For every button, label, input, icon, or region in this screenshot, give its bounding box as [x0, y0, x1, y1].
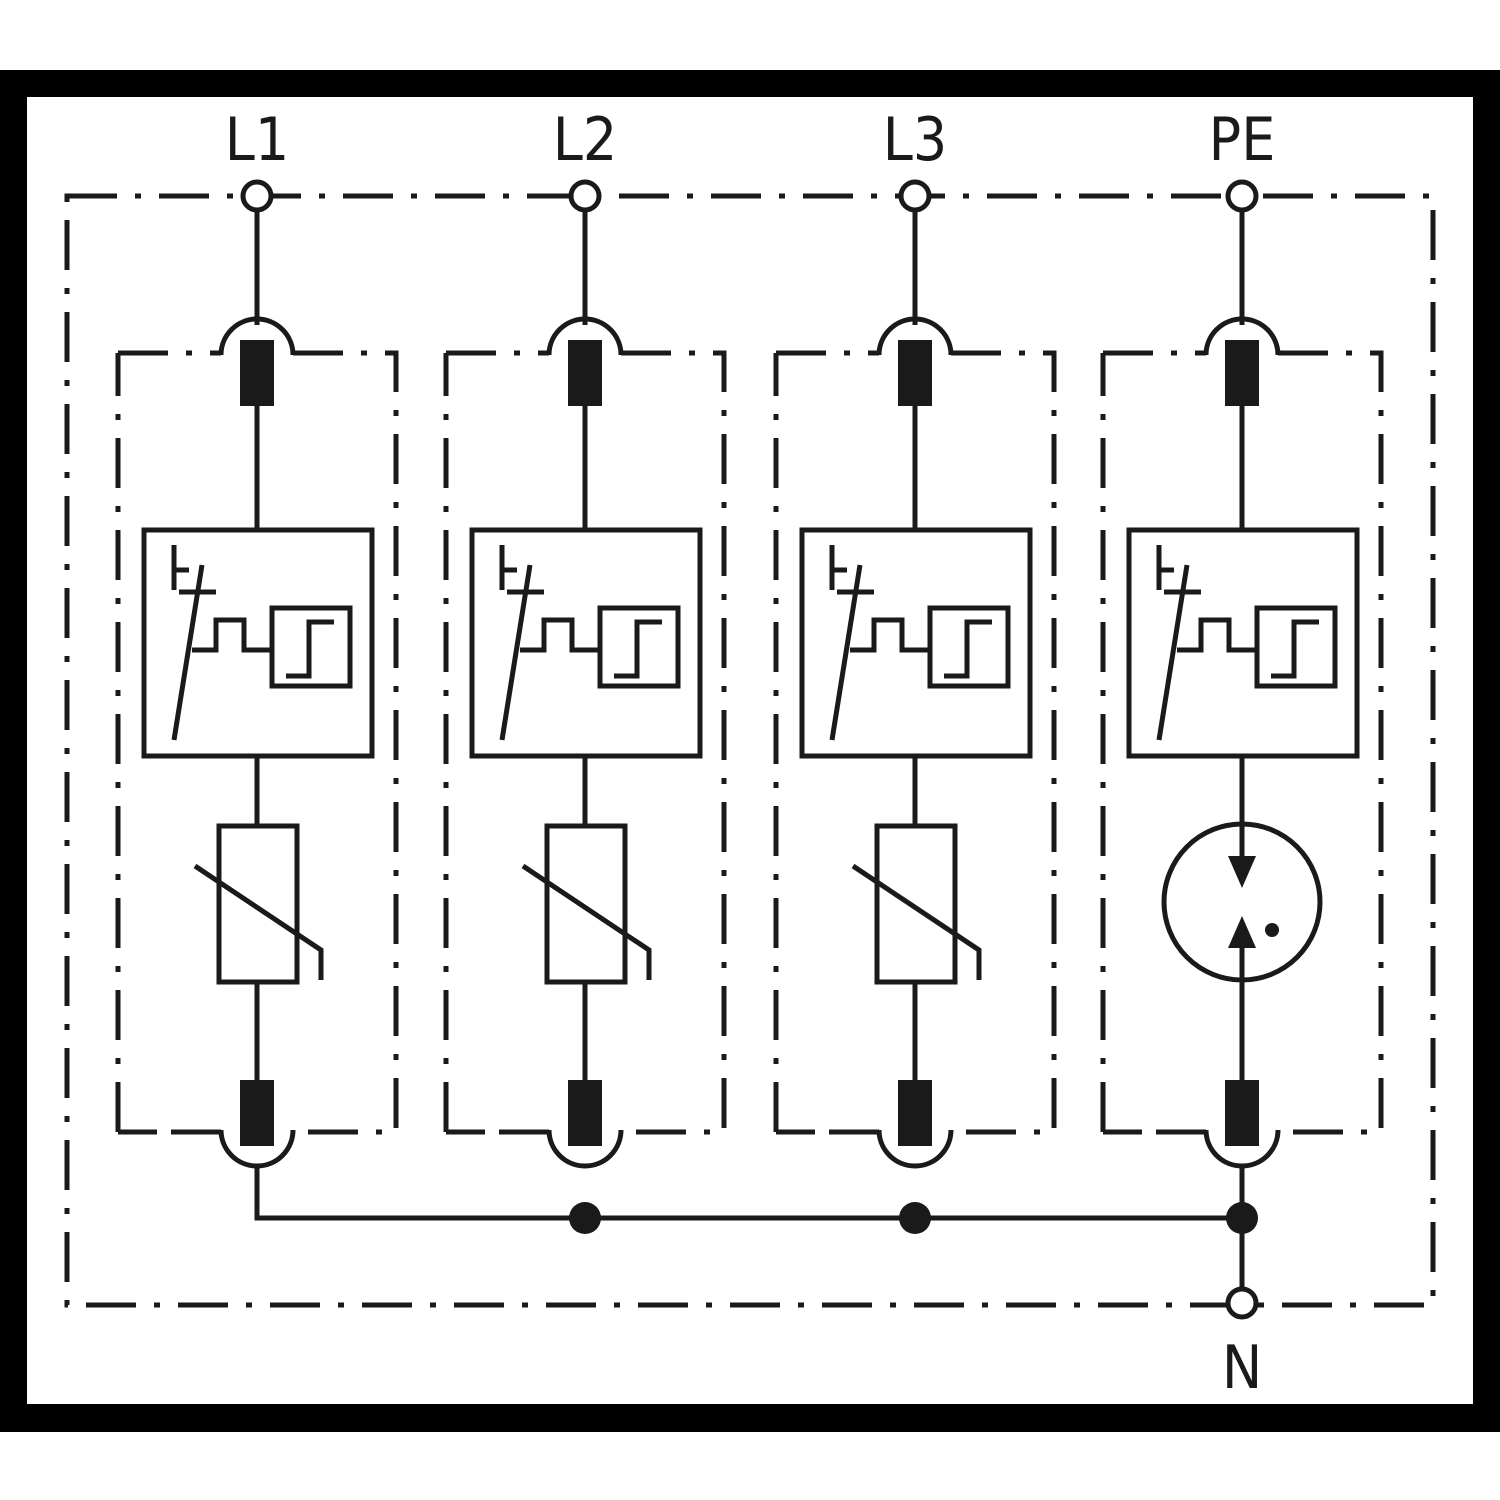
trip-step-symbol-l1: [286, 619, 334, 679]
terminal-l3: [898, 179, 932, 213]
module-housing-pe: [1103, 350, 1384, 1135]
switch-contact-symbol-l2: [499, 545, 600, 741]
plug-pin-top-l2: [568, 340, 602, 406]
module-housing-l2: [446, 350, 727, 1135]
gdt-gas-dot-pe: [1265, 923, 1279, 937]
plug-contact-top-l2: [546, 316, 624, 356]
plug-pin-bottom-l3: [898, 1080, 932, 1146]
diagram-canvas: [27, 97, 1473, 1404]
junction-dot-l2: [569, 1202, 601, 1234]
terminal-label-l2: L2: [553, 105, 617, 175]
terminal-pe: [1225, 179, 1259, 213]
terminal-label-pe: PE: [1209, 105, 1276, 175]
plug-contact-bottom-l3: [876, 1129, 954, 1169]
terminal-label-l3: L3: [883, 105, 947, 175]
plug-contact-top-l1: [218, 316, 296, 356]
terminal-label-l1: L1: [225, 105, 289, 175]
junction-dot-l3: [899, 1202, 931, 1234]
trip-step-symbol-pe: [1271, 619, 1319, 679]
switch-contact-symbol-pe: [1156, 545, 1257, 741]
switch-contact-symbol-l1: [171, 545, 272, 741]
gdt-electrode-bottom-pe: [1228, 916, 1256, 948]
module-housing-l1: [118, 350, 399, 1135]
module-housing-l3: [776, 350, 1057, 1135]
varistor-l2: [544, 823, 628, 985]
plug-contact-bottom-l2: [546, 1129, 624, 1169]
trip-step-symbol-l3: [944, 619, 992, 679]
junction-dot-pe: [1226, 1202, 1258, 1234]
housing-enclosure: [64, 193, 1436, 1308]
terminal-l1: [240, 179, 274, 213]
terminal-label-n: N: [1222, 1333, 1262, 1403]
trip-indicator-l1: [269, 605, 353, 689]
varistor-slope-l3: [851, 863, 982, 980]
trip-step-symbol-l2: [614, 619, 662, 679]
plug-pin-bottom-l2: [568, 1080, 602, 1146]
trip-indicator-l2: [597, 605, 681, 689]
plug-pin-bottom-l1: [240, 1080, 274, 1146]
gdt-electrode-top-pe: [1228, 856, 1256, 888]
switch-contact-symbol-l3: [829, 545, 930, 741]
plug-pin-top-l3: [898, 340, 932, 406]
plug-pin-top-l1: [240, 340, 274, 406]
terminal-l2: [568, 179, 602, 213]
common-bus-wire: [254, 1165, 1242, 1221]
terminal-n: [1225, 1286, 1259, 1320]
trip-indicator-l3: [927, 605, 1011, 689]
plug-pin-bottom-pe: [1225, 1080, 1259, 1146]
plug-contact-top-pe: [1203, 316, 1281, 356]
plug-pin-top-pe: [1225, 340, 1259, 406]
varistor-l3: [874, 823, 958, 985]
varistor-slope-l1: [193, 863, 324, 980]
trip-indicator-pe: [1254, 605, 1338, 689]
plug-contact-top-l3: [876, 316, 954, 356]
varistor-slope-l2: [521, 863, 652, 980]
varistor-l1: [216, 823, 300, 985]
